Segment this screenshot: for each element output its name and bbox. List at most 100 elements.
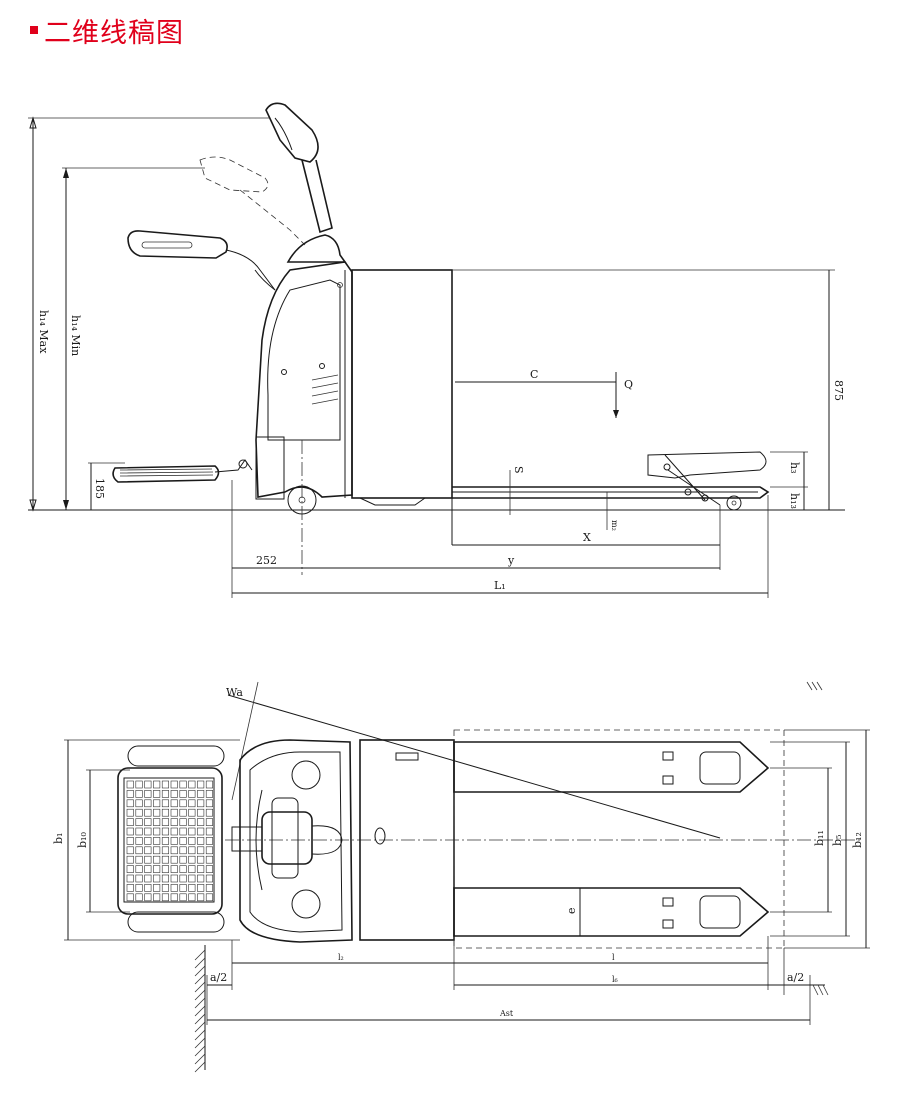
platform-grid-cell	[188, 837, 196, 845]
platform-grid-cell	[153, 827, 161, 836]
platform-grid-cell	[126, 790, 134, 798]
platform-grid-cell	[179, 837, 187, 845]
platform-grid-cell	[135, 837, 143, 845]
platform-grid-cell	[153, 837, 161, 845]
platform-grid-cell	[170, 780, 178, 789]
platform-grid-cell	[126, 837, 134, 845]
platform-grid-cell	[135, 874, 143, 883]
platform-grid-cell	[135, 780, 143, 789]
platform-grid-cell	[144, 799, 152, 808]
l2-label: l₂	[338, 953, 344, 962]
platform-grid-cell	[179, 790, 187, 798]
hatch-stroke	[194, 997, 206, 1009]
platform-grid-cell	[170, 855, 178, 864]
platform-grid-cell	[144, 874, 152, 883]
platform-grid-cell	[144, 790, 152, 798]
platform-grid-cell	[153, 780, 161, 789]
load-outline-top	[453, 729, 785, 949]
platform-grid-cell	[126, 780, 134, 789]
platform-grid-cell	[144, 827, 152, 836]
platform-grid-cell	[126, 827, 134, 836]
hatch-stroke	[816, 681, 823, 691]
key-switch-icon	[319, 363, 325, 369]
platform-grid	[126, 780, 213, 902]
platform-arm-top	[127, 745, 225, 767]
top-view: Wa b₁ b₁₀	[52, 681, 870, 1073]
side-view: h₁₄ Max h₁₄ Min 185	[28, 102, 845, 598]
platform-grid-cell	[205, 874, 213, 883]
tiller-grip-slot	[141, 241, 193, 249]
indicator-light-icon	[281, 369, 287, 375]
h875-label: 875	[832, 380, 845, 401]
load-roller-2	[699, 895, 741, 929]
platform-grid-cell	[197, 808, 205, 817]
platform-grid-cell	[135, 799, 143, 808]
platform-grid-cell	[188, 827, 196, 836]
x-label: X	[583, 531, 591, 544]
platform-grid-cell	[161, 893, 169, 902]
platform-grid-cell	[205, 865, 213, 873]
platform-grid-cell	[188, 818, 196, 826]
platform-grid-cell	[135, 893, 143, 902]
caster-bottom	[291, 889, 321, 919]
caster-top	[291, 760, 321, 790]
h13-label: h₁₃	[788, 493, 801, 509]
platform-grid-cell	[170, 865, 178, 873]
fork-lift-linkage	[647, 451, 767, 479]
title-marker-icon	[30, 26, 38, 34]
platform-grid-cell	[188, 846, 196, 855]
section-title: 二维线稿图	[30, 12, 184, 49]
load-wheel	[726, 495, 742, 511]
fork2-slot-a	[662, 897, 674, 907]
platform-grid-cell	[188, 780, 196, 789]
platform-grid-cell	[161, 837, 169, 845]
drive-unit-top	[239, 739, 353, 943]
platform-grid-cell	[170, 846, 178, 855]
platform-grid-cell	[197, 865, 205, 873]
platform-grid-cell	[144, 780, 152, 789]
battery-plug-icon	[374, 827, 386, 845]
wa-arc-ref	[231, 681, 259, 801]
fork-profile	[452, 486, 770, 499]
tiller-base	[286, 234, 347, 263]
platform-grid-cell	[144, 884, 152, 892]
battery-handle-top	[395, 752, 419, 761]
hatch-stroke	[194, 1021, 206, 1033]
hatch-stroke	[812, 984, 819, 996]
motor-cap-top	[311, 825, 343, 855]
platform-hinge	[214, 459, 253, 473]
q-label: Q	[624, 378, 633, 391]
drive-arc	[255, 789, 263, 891]
platform-grid-cell	[205, 846, 213, 855]
b1-label: b₁	[52, 833, 65, 844]
wa-label: Wa	[226, 686, 243, 699]
platform-grid-cell	[126, 846, 134, 855]
tiller-stub-top	[231, 826, 263, 852]
hatch-stroke	[194, 973, 206, 985]
tiller-arm-mid	[239, 189, 306, 246]
platform-grid-cell	[188, 893, 196, 902]
platform-grid-cell	[135, 846, 143, 855]
drive-housing	[255, 261, 353, 498]
platform-grid-cell	[144, 846, 152, 855]
platform-grid-cell	[135, 865, 143, 873]
battery-connector-icon	[337, 282, 343, 288]
linkage-pivot-2	[684, 488, 692, 496]
platform-grid-cell	[144, 818, 152, 826]
linkage-bars	[664, 454, 721, 506]
platform-grid-cell	[144, 837, 152, 845]
platform-grid-cell	[161, 818, 169, 826]
platform-grid-cell	[197, 818, 205, 826]
platform-grid-cell	[126, 818, 134, 826]
platform-grid-cell	[170, 790, 178, 798]
platform-grid-frame	[123, 777, 215, 903]
q-arrowhead	[613, 410, 619, 418]
platform-mount	[255, 436, 285, 500]
platform-grid-cell	[179, 846, 187, 855]
platform-grid-cell	[170, 799, 178, 808]
tiller-arm-horizontal	[225, 249, 276, 291]
platform-grid-cell	[161, 865, 169, 873]
platform-grid-cell	[205, 884, 213, 892]
tiller-head-horizontal	[127, 230, 228, 259]
drive-housing-panel	[267, 279, 341, 441]
